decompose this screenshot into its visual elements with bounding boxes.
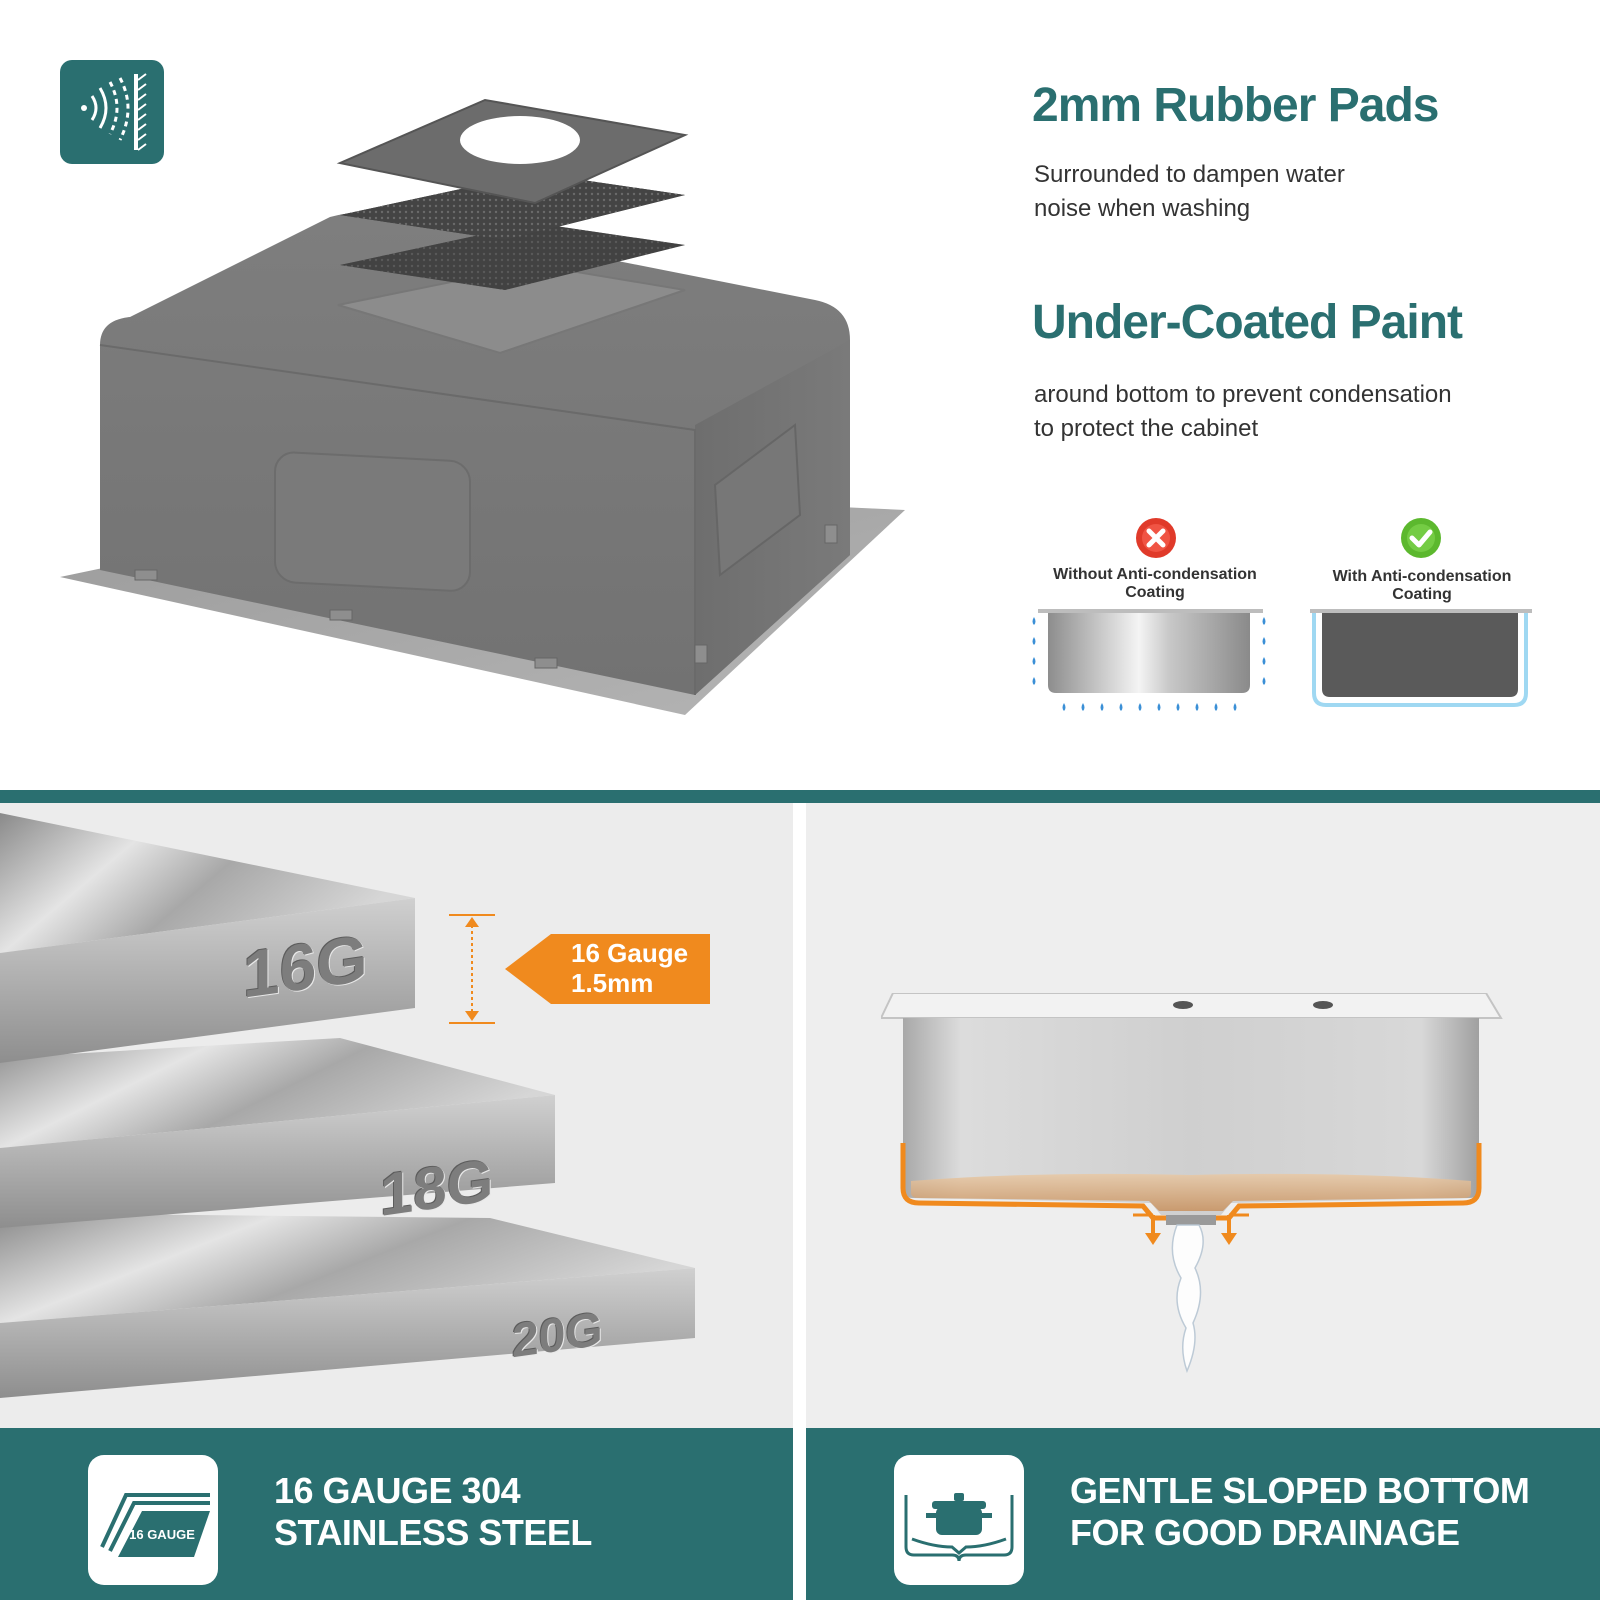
check-mark-icon xyxy=(1401,518,1441,558)
callout-line: 1.5mm xyxy=(571,968,654,998)
thickness-dimension-marker xyxy=(449,914,495,1024)
drainage-banner-text: GENTLE SLOPED BOTTOM FOR GOOD DRAINAGE xyxy=(1070,1470,1530,1554)
panel-gap xyxy=(793,803,806,1600)
feature-text-line: Surrounded to dampen water xyxy=(1034,161,1345,188)
comparison-label-line: With Anti-condensation xyxy=(1332,568,1512,585)
comparison-label-with-coating: With Anti-condensation Coating xyxy=(1312,568,1532,604)
uncoated-sink-with-condensation xyxy=(1032,609,1266,711)
banner-line: FOR GOOD DRAINAGE xyxy=(1070,1512,1460,1553)
feature-title-under-coated-paint: Under-Coated Paint xyxy=(1032,296,1463,349)
banner-line: STAINLESS STEEL xyxy=(274,1512,592,1553)
x-cross-icon xyxy=(1136,518,1176,558)
coated-sink-no-condensation xyxy=(1310,609,1532,707)
gauge-icon-text: 16 GAUGE xyxy=(129,1527,195,1542)
gauge-panel: 16G 18G 20G 16 Gauge 1.5mm 16 GAUGE 16 G… xyxy=(0,803,793,1600)
banner-line: 16 GAUGE 304 xyxy=(274,1470,521,1511)
comparison-label-line: Without Anti-condensation xyxy=(1053,566,1257,583)
gauge-banner: 16 GAUGE 16 GAUGE 304 STAINLESS STEEL xyxy=(0,1428,793,1600)
feature-text-under-coated-paint: around bottom to prevent condensation to… xyxy=(1034,378,1554,446)
stacked-sheets-icon: 16 GAUGE xyxy=(88,1455,218,1585)
comparison-label-line: Coating xyxy=(1125,584,1185,601)
feature-text-rubber-pads: Surrounded to dampen water noise when wa… xyxy=(1034,158,1534,226)
feature-text-line: around bottom to prevent condensation xyxy=(1034,381,1452,408)
banner-line: GENTLE SLOPED BOTTOM xyxy=(1070,1470,1530,1511)
section-divider xyxy=(0,790,1600,803)
feature-text-line: to protect the cabinet xyxy=(1034,415,1259,442)
comparison-label-without-coating: Without Anti-condensation Coating xyxy=(1050,566,1260,602)
feature-title-rubber-pads: 2mm Rubber Pads xyxy=(1032,79,1439,132)
gauge-thickness-callout: 16 Gauge 1.5mm xyxy=(505,934,710,1004)
feature-text-line: noise when washing xyxy=(1034,195,1251,222)
steel-sheets-illustration xyxy=(0,813,695,1398)
comparison-label-line: Coating xyxy=(1392,586,1452,603)
pot-in-sink-icon xyxy=(894,1455,1024,1585)
sound-dampening-icon xyxy=(60,60,164,164)
callout-line: 16 Gauge xyxy=(571,938,689,968)
sink-underside-illustration xyxy=(60,98,905,715)
gauge-banner-text: 16 GAUGE 304 STAINLESS STEEL xyxy=(274,1470,592,1554)
drainage-panel: GENTLE SLOPED BOTTOM FOR GOOD DRAINAGE xyxy=(806,803,1600,1600)
top-section: 2mm Rubber Pads Surrounded to dampen wat… xyxy=(0,0,1600,790)
sloped-sink-cross-section xyxy=(881,993,1503,1374)
drainage-banner: GENTLE SLOPED BOTTOM FOR GOOD DRAINAGE xyxy=(806,1428,1600,1600)
